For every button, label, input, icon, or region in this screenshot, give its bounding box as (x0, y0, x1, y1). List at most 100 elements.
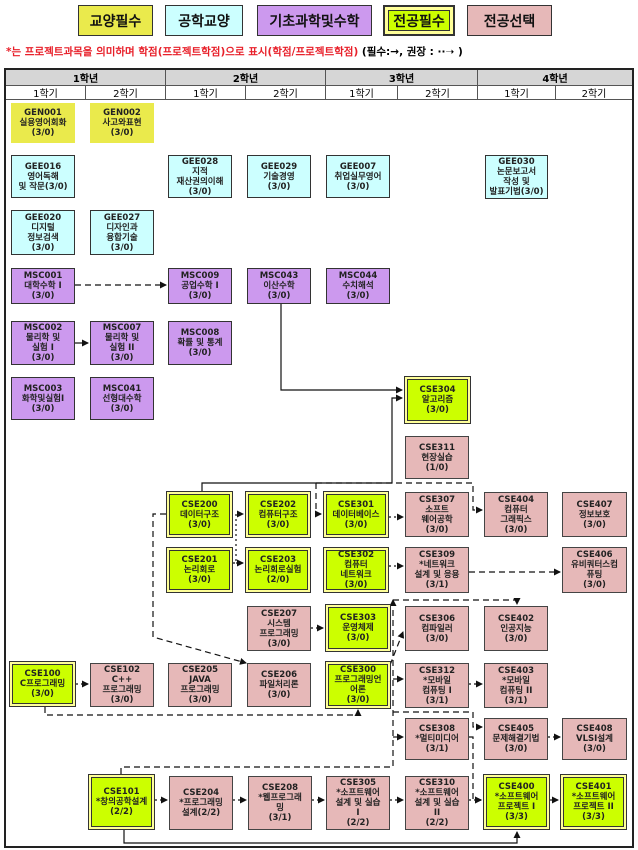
course-credit: (3/0) (188, 519, 211, 530)
course-code: GEE028 (181, 156, 219, 167)
course-name: 화학및실험I (21, 393, 65, 404)
curriculum-grid: 1학년 2학년 3학년 4학년 1학기 2학기 1학기 2학기 1학기 2학기 … (4, 68, 634, 848)
course-code: CSE101 (103, 787, 140, 797)
course-name: 운영체제 (342, 623, 374, 633)
course-code: GEN001 (24, 108, 62, 118)
course-code: CSE408 (576, 724, 613, 734)
course-name: *소프트웨어 설계 및 실습 I (335, 788, 381, 818)
course-code: CSE405 (497, 724, 535, 734)
course-name: *창의공학설계 (95, 797, 148, 807)
course-cse403: CSE403*모바일 컴퓨팅 II(3/1) (484, 663, 548, 708)
course-credit: (3/0) (425, 633, 449, 644)
semester-header-row: 1학기 2학기 1학기 2학기 1학기 2학기 1학기 2학기 (6, 85, 632, 100)
course-cse305: CSE305*소프트웨어 설계 및 실습 I(2/2) (326, 776, 390, 830)
course-credit: (3/1) (425, 695, 449, 706)
course-code: CSE309 (418, 550, 456, 560)
course-code: CSE305 (339, 778, 377, 788)
course-cse309: CSE309*네트워크 설계 및 응용(3/1) (405, 547, 469, 593)
course-credit: (3/0) (583, 744, 606, 754)
course-code: CSE402 (497, 613, 535, 624)
course-credit: (3/1) (425, 580, 449, 590)
course-name: 사고와표현 (102, 118, 142, 128)
course-name: 물리학 및 실험 II (104, 333, 140, 353)
required-label: (필수: (361, 46, 391, 58)
course-name: 지적 재산권의이해 (176, 166, 224, 187)
course-code: CSE308 (418, 724, 456, 734)
course-name: 컴퓨터 네트워크 (340, 560, 372, 580)
course-cse312: CSE312*모바일 컴퓨팅 I(3/1) (405, 663, 469, 708)
course-name: 현장실습 (421, 452, 453, 463)
course-credit: (2/0) (266, 575, 290, 585)
course-cse400: CSE400*소프트웨어 프로젝트 I(3/3) (483, 774, 550, 830)
semester-header: 1학기 (166, 85, 246, 100)
course-credit: (3/0) (346, 695, 370, 705)
semester-header: 2학기 (246, 85, 326, 100)
course-name: 정보보호 (578, 509, 611, 520)
course-credit: (3/0) (267, 638, 291, 649)
course-code: GEE030 (498, 157, 535, 167)
course-cse401: CSE401*소프트웨어 프로젝트 II(3/3) (560, 774, 627, 830)
year-header: 3학년 (326, 70, 478, 85)
course-credit: (3/0) (426, 405, 449, 415)
course-code: CSE401 (575, 782, 612, 792)
course-name: VLSI설계 (576, 734, 613, 744)
course-name: 이산수학 (263, 281, 295, 291)
course-credit: (3/0) (110, 695, 134, 705)
course-credit: (3/0) (31, 353, 55, 363)
course-code: MSC001 (23, 271, 63, 281)
course-code: MSC041 (102, 383, 142, 394)
course-cse204: CSE204*프로그래밍 설계(2/2) (169, 776, 233, 830)
course-code: GEN002 (103, 108, 141, 118)
course-code: CSE301 (337, 499, 375, 510)
course-credit: (3/1) (268, 813, 292, 823)
semester-header: 2학기 (581, 88, 607, 100)
course-credit: (3/3) (582, 812, 605, 822)
course-code: CSE306 (418, 613, 456, 624)
legend-gee: 공학교양 (165, 5, 243, 36)
course-name: C프로그래밍 (19, 679, 66, 689)
course-credit: (3/0) (31, 242, 55, 253)
course-code: CSE307 (418, 494, 456, 505)
course-code: MSC043 (259, 271, 299, 281)
note-text: *는 프로젝트과목을 의미하며 학점(프로젝트학점)으로 표시(학점/프로젝트학… (6, 46, 359, 58)
course-name: 논리회로실험 (254, 565, 302, 575)
course-code: CSE404 (497, 494, 535, 505)
course-name: 인공지능 (500, 623, 532, 634)
semester-header: 1학기 (6, 85, 86, 100)
course-name: 시스템 프로그래밍 (259, 618, 299, 639)
course-name: 대학수학 I (24, 281, 62, 291)
course-code: GEE016 (24, 161, 62, 172)
course-credit: (2/2) (110, 807, 133, 817)
course-credit: (3/0) (344, 580, 368, 590)
course-code: CSE203 (259, 555, 297, 565)
course-name: 논문보고서 작성 및 발표기법(3/0) (489, 167, 544, 197)
course-name: *웹프로그래 밍 (258, 793, 302, 813)
course-code: GEE027 (103, 212, 141, 223)
course-credit: (3/0) (583, 580, 606, 590)
course-credit: (1/0) (425, 462, 449, 473)
course-credit: (3/0) (188, 186, 212, 197)
course-credit: (3/0) (504, 633, 528, 644)
course-code: CSE201 (181, 555, 218, 565)
course-code: CSE400 (498, 782, 535, 792)
course-credit: (3/0) (31, 689, 54, 699)
course-credit: (3/0) (188, 575, 211, 585)
